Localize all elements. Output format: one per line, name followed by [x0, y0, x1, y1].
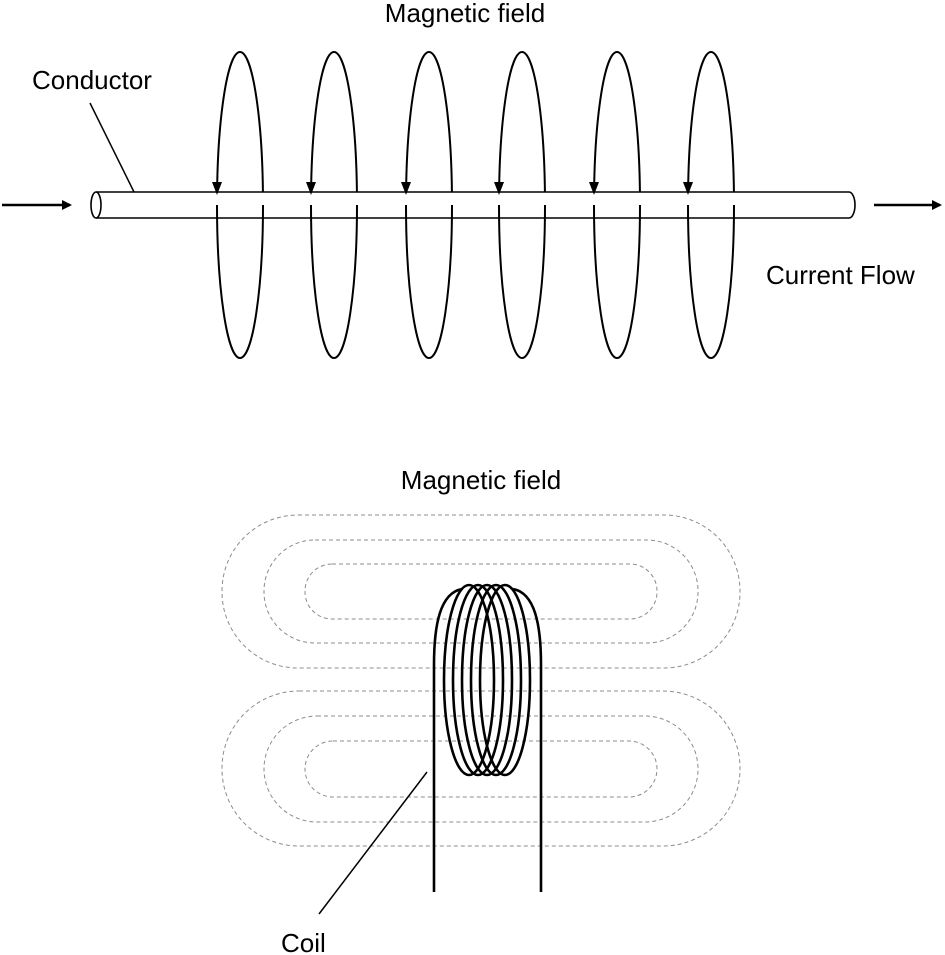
field-loop-5-front: [593, 204, 641, 359]
field-loop-5-back: [593, 51, 641, 206]
upper-field-line-middle: [263, 539, 699, 644]
current-flow-label: Current Flow: [766, 260, 915, 290]
conductor-label: Conductor: [32, 65, 152, 95]
upper-field-line-inner: [304, 563, 658, 620]
coil-label: Coil: [281, 928, 326, 955]
field-loop-6-front: [687, 204, 735, 359]
field-arrow-6-icon: [683, 182, 693, 195]
conductor-leader-line: [89, 102, 135, 193]
lower-field-line-inner: [304, 740, 658, 798]
coil-lead-right: [512, 587, 543, 892]
field-loop-3-front: [405, 204, 453, 359]
coil-turn-3: [460, 583, 514, 777]
field-loop-1-front: [216, 204, 264, 359]
field-loop-4-back: [498, 51, 546, 206]
field-arrow-5-icon: [589, 182, 599, 195]
field-loops-front: [216, 204, 735, 359]
coil-diagram: Magnetic field Coil: [221, 465, 741, 955]
field-loop-3-back: [405, 51, 453, 206]
field-loop-2-front: [310, 204, 358, 359]
field-direction-arrows: [212, 182, 693, 195]
coil-turn-1: [442, 583, 496, 777]
coil-turns: [442, 583, 532, 777]
field-arrow-4-icon: [494, 182, 504, 195]
field-arrow-1-icon: [212, 182, 222, 195]
coil-turn-4: [469, 583, 523, 777]
straight-conductor-diagram: Magnetic field Conductor: [2, 0, 942, 359]
field-loop-4-front: [498, 204, 546, 359]
coil-turn-2: [451, 583, 505, 777]
upper-field-line-outer: [221, 514, 741, 669]
bottom-magnetic-field-label: Magnetic field: [401, 465, 561, 495]
top-magnetic-field-label: Magnetic field: [385, 0, 545, 28]
field-loops-back: [216, 51, 735, 206]
field-arrow-2-icon: [306, 182, 316, 195]
field-loop-2-back: [310, 51, 358, 206]
coil-leads: [432, 587, 543, 892]
lower-field-line-middle: [263, 715, 699, 823]
field-loop-1-back: [216, 51, 264, 206]
coil-leader-line: [318, 771, 428, 915]
coil-turn-5: [478, 583, 532, 777]
field-loop-6-back: [687, 51, 735, 206]
field-arrow-3-icon: [401, 182, 411, 195]
coil-lead-left: [432, 587, 463, 892]
conductor-rod: [90, 191, 856, 219]
